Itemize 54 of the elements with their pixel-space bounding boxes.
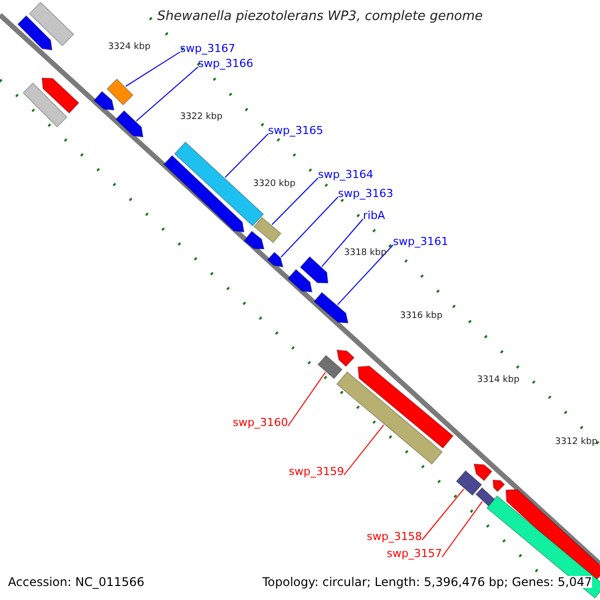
gene-label: swp_3160 [232, 417, 288, 428]
leader-line [344, 424, 384, 476]
gene-pentagon [115, 110, 144, 138]
scale-label: 3312 kbp [555, 438, 598, 447]
gene-bar [28, 2, 74, 46]
scale-label: 3324 kbp [108, 43, 150, 52]
leader-line [136, 66, 198, 122]
leader-line [272, 178, 318, 226]
scale-label: 3320 kbp [253, 180, 296, 189]
gene-label: ribA [363, 210, 386, 221]
leader-line [288, 372, 326, 426]
gene-bar [336, 371, 443, 465]
leader-line [337, 244, 394, 306]
gene-label: swp_3159 [288, 466, 344, 477]
gene-label: swp_3158 [366, 531, 422, 542]
gene-pentagon [287, 268, 313, 293]
gene-label: swp_3164 [318, 169, 374, 180]
gene-bar [317, 354, 343, 380]
gene-label: swp_3161 [393, 236, 448, 247]
gene-label: swp_3157 [386, 548, 442, 559]
gene-pentagon [163, 154, 245, 233]
gene-pentagon [17, 15, 53, 51]
gene-pentagon [492, 479, 506, 492]
gene-pentagon [266, 252, 284, 268]
gene-bar [486, 495, 600, 599]
accession-text: Accession: NC_011566 [8, 576, 144, 588]
gene-pentagon [336, 349, 355, 368]
gene-bar [456, 470, 482, 496]
gene-bar [22, 82, 68, 128]
gene-pentagon [244, 230, 265, 250]
leader-line [321, 218, 364, 268]
scale-label: 3314 kbp [477, 376, 520, 385]
title: Shewanella piezotolerans WP3, complete genome [156, 10, 484, 23]
scale-label: 3322 kbp [180, 113, 222, 122]
gene-bar [253, 216, 282, 244]
leader-line [125, 52, 180, 87]
gene-bar [106, 78, 134, 106]
leader-line [422, 488, 464, 540]
genome-summary-text: Topology: circular; Length: 5,396,476 bp; Genes: 5,047 [262, 576, 592, 588]
gene-pentagon [41, 77, 80, 114]
gene-label: swp_3163 [338, 188, 394, 199]
leader-line [442, 501, 483, 558]
gene-pentagon [300, 256, 329, 284]
gene-label: swp_3167 [180, 43, 236, 54]
gene-pentagon [473, 463, 493, 482]
gene-label: swp_3166 [198, 58, 254, 69]
leader-line [280, 196, 338, 258]
leader-line [224, 134, 268, 178]
gene-pentagon [313, 292, 349, 324]
scale-label: 3318 kbp [344, 249, 386, 258]
gene-pentagon [93, 90, 115, 111]
gene-pentagon [357, 365, 454, 449]
scale-label: 3316 kbp [400, 312, 442, 321]
gene-label: swp_3165 [268, 125, 324, 136]
